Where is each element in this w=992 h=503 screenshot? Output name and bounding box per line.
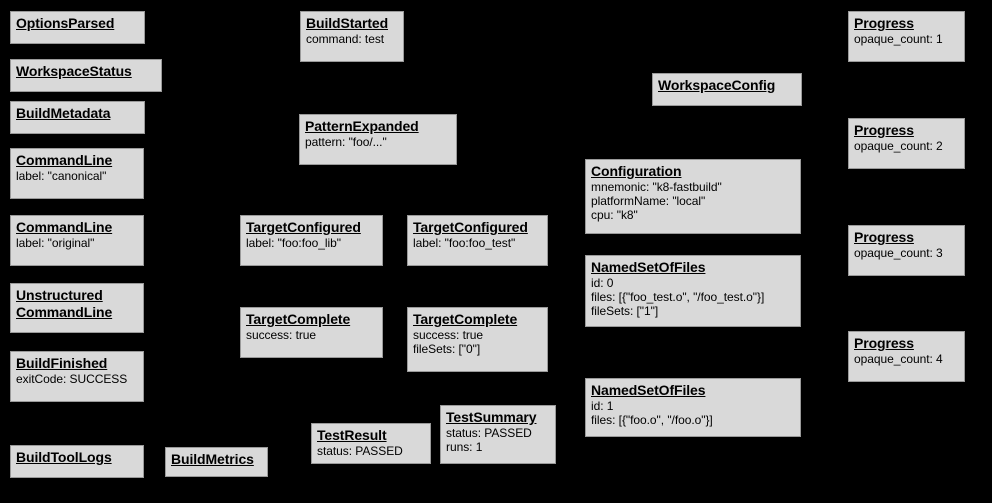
node-field: opaque_count: 4: [854, 351, 943, 366]
node-field: id: 1: [591, 398, 614, 413]
node-title: NamedSetOfFiles: [591, 259, 706, 275]
node-field: status: PASSED: [317, 443, 403, 458]
node-title: TestSummary: [446, 409, 537, 425]
node-title: TestResult: [317, 427, 387, 443]
node-title: Progress: [854, 122, 914, 138]
node-title: WorkspaceConfig: [658, 77, 776, 93]
node-field: command: test: [306, 31, 385, 46]
node-field: fileSets: ["1"]: [591, 303, 659, 318]
node-title: WorkspaceStatus: [16, 63, 132, 79]
node-field: label: "canonical": [16, 168, 107, 183]
node-field: opaque_count: 1: [854, 31, 943, 46]
node-title: Unstructured CommandLine: [16, 287, 113, 320]
node-field: success: true: [413, 327, 484, 342]
node-title: BuildStarted: [306, 15, 389, 31]
node-field: opaque_count: 3: [854, 245, 943, 260]
node-field: runs: 1: [446, 439, 483, 454]
node-field: id: 0: [591, 275, 614, 290]
node-workspace-config[interactable]: WorkspaceConfig: [652, 73, 802, 106]
node-field: files: [{"foo_test.o", "/foo_test.o"}]: [591, 289, 765, 304]
node-build-tool-logs[interactable]: BuildToolLogs: [10, 445, 144, 478]
node-workspace-status[interactable]: WorkspaceStatus: [10, 59, 162, 92]
node-build-metadata[interactable]: BuildMetadata: [10, 101, 145, 134]
node-title: BuildToolLogs: [16, 449, 112, 465]
node-field: pattern: "foo/...": [305, 134, 387, 149]
node-options-parsed[interactable]: OptionsParsed: [10, 11, 145, 44]
node-title: BuildFinished: [16, 355, 108, 371]
node-field: exitCode: SUCCESS: [16, 371, 128, 386]
node-title: CommandLine: [16, 152, 113, 168]
node-field: platformName: "local": [591, 193, 706, 208]
node-field: cpu: "k8": [591, 207, 638, 222]
node-title: BuildMetadata: [16, 105, 111, 121]
node-title: TargetComplete: [413, 311, 518, 327]
node-field: label: "original": [16, 235, 95, 250]
node-title: Configuration: [591, 163, 682, 179]
node-field: opaque_count: 2: [854, 138, 943, 153]
node-title: TargetConfigured: [413, 219, 528, 235]
node-title: Progress: [854, 335, 914, 351]
node-field: files: [{"foo.o", "/foo.o"}]: [591, 412, 713, 427]
node-field: label: "foo:foo_lib": [246, 235, 341, 250]
node-field: mnemonic: "k8-fastbuild": [591, 179, 722, 194]
node-field: success: true: [246, 327, 317, 342]
node-title: TargetComplete: [246, 311, 351, 327]
node-title: NamedSetOfFiles: [591, 382, 706, 398]
node-title: TargetConfigured: [246, 219, 361, 235]
node-field: status: PASSED: [446, 425, 532, 440]
node-title: Progress: [854, 229, 914, 245]
node-title: PatternExpanded: [305, 118, 419, 134]
node-unstructured-command-line[interactable]: Unstructured CommandLine: [10, 283, 144, 333]
node-title: OptionsParsed: [16, 15, 115, 31]
node-field: fileSets: ["0"]: [413, 341, 481, 356]
node-title: CommandLine: [16, 219, 113, 235]
node-title: BuildMetrics: [171, 451, 254, 467]
node-build-metrics[interactable]: BuildMetrics: [165, 447, 268, 477]
node-title: Progress: [854, 15, 914, 31]
node-field: label: "foo:foo_test": [413, 235, 516, 250]
